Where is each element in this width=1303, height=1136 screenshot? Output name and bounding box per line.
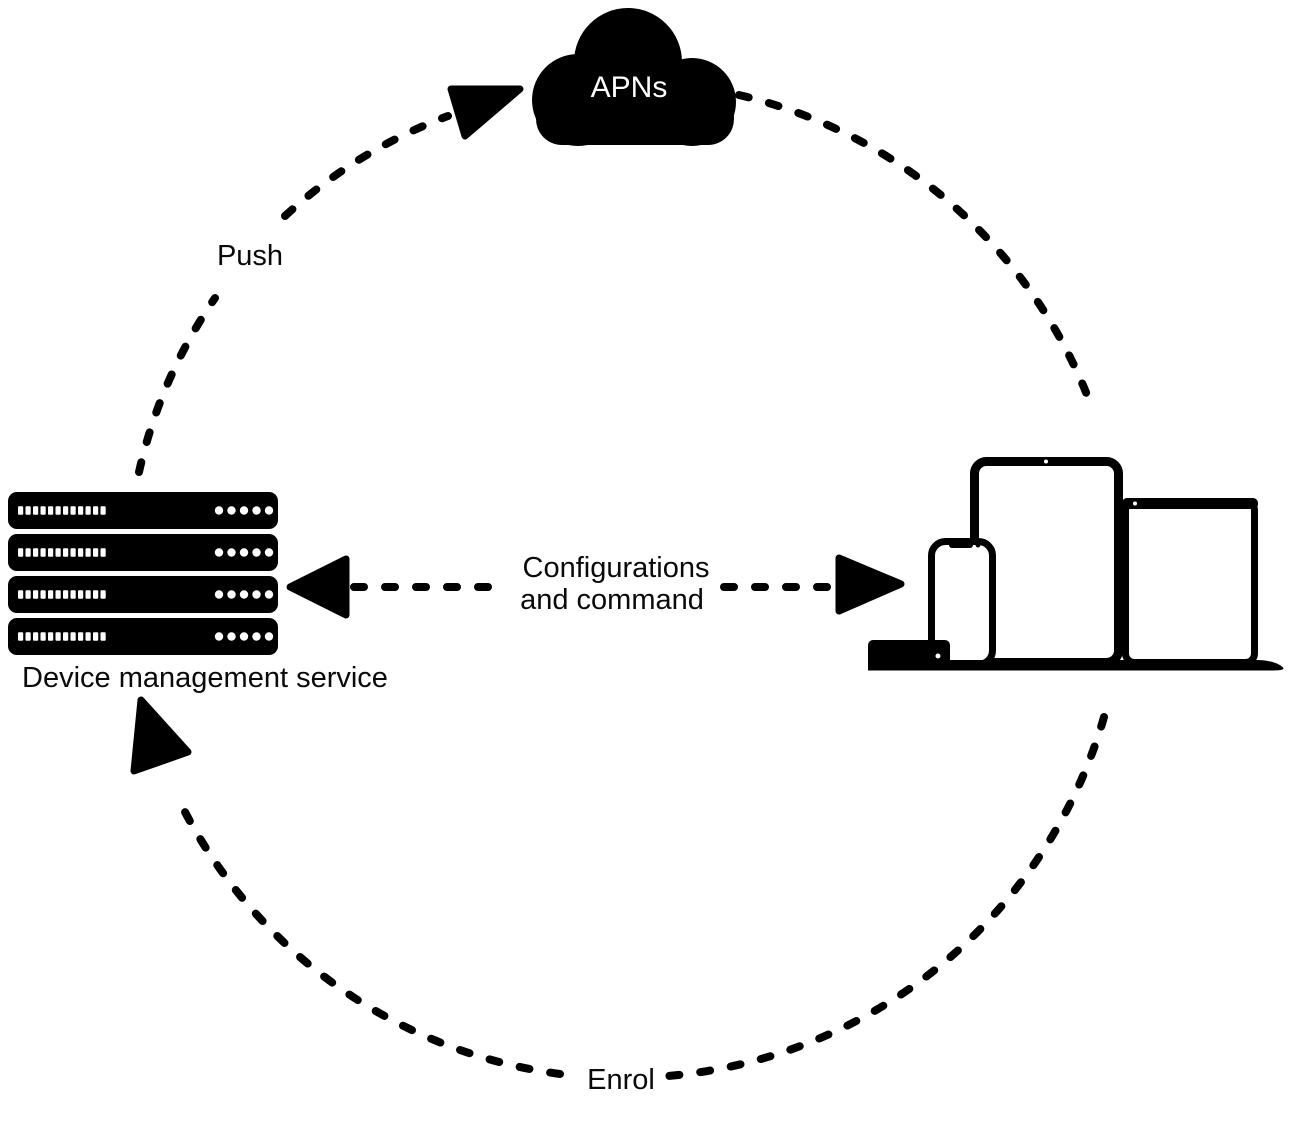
- management-label: Device management service: [22, 662, 388, 694]
- arc-devices-to-enrol-label: [664, 713, 1108, 1080]
- apns-label: APNs: [591, 71, 668, 104]
- arc-enrol-label-to-server: [172, 790, 564, 1078]
- configurations-label-line1: Configurations: [523, 552, 710, 584]
- arc-push-label-to-cloud: [281, 112, 452, 220]
- arrowhead-to-cloud: [447, 85, 524, 140]
- laptop-icon: [1122, 498, 1258, 666]
- arrowhead-to-management: [130, 696, 192, 775]
- device-shelf-line: [868, 660, 1284, 671]
- server-rack-icon: [8, 492, 278, 655]
- arc-cloud-to-devices: [735, 91, 1096, 412]
- arrowhead-to-server: [286, 555, 350, 619]
- cloud-icon: [532, 8, 736, 146]
- arc-server-to-push-label: [135, 294, 219, 476]
- arrowhead-to-devices: [835, 554, 905, 615]
- enrol-label: Enrol: [587, 1064, 655, 1096]
- apple-devices-icon: [868, 457, 1284, 671]
- flow-circle-dashes: [135, 91, 1108, 1080]
- arrowheads: [130, 85, 905, 775]
- ipad-icon: [970, 457, 1123, 667]
- configurations-label-line2: and command: [520, 584, 704, 616]
- push-label: Push: [217, 240, 283, 272]
